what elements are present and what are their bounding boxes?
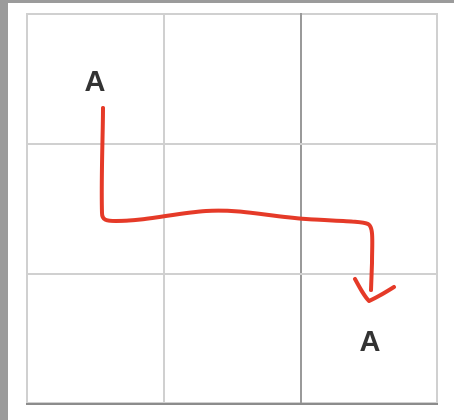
route-arrowhead — [353, 277, 396, 303]
end-marker-label: A — [360, 326, 381, 358]
grid-board: A A — [26, 13, 438, 405]
diagram-frame: A A — [8, 3, 454, 420]
start-marker-label: A — [85, 66, 106, 98]
route-path — [99, 106, 375, 292]
